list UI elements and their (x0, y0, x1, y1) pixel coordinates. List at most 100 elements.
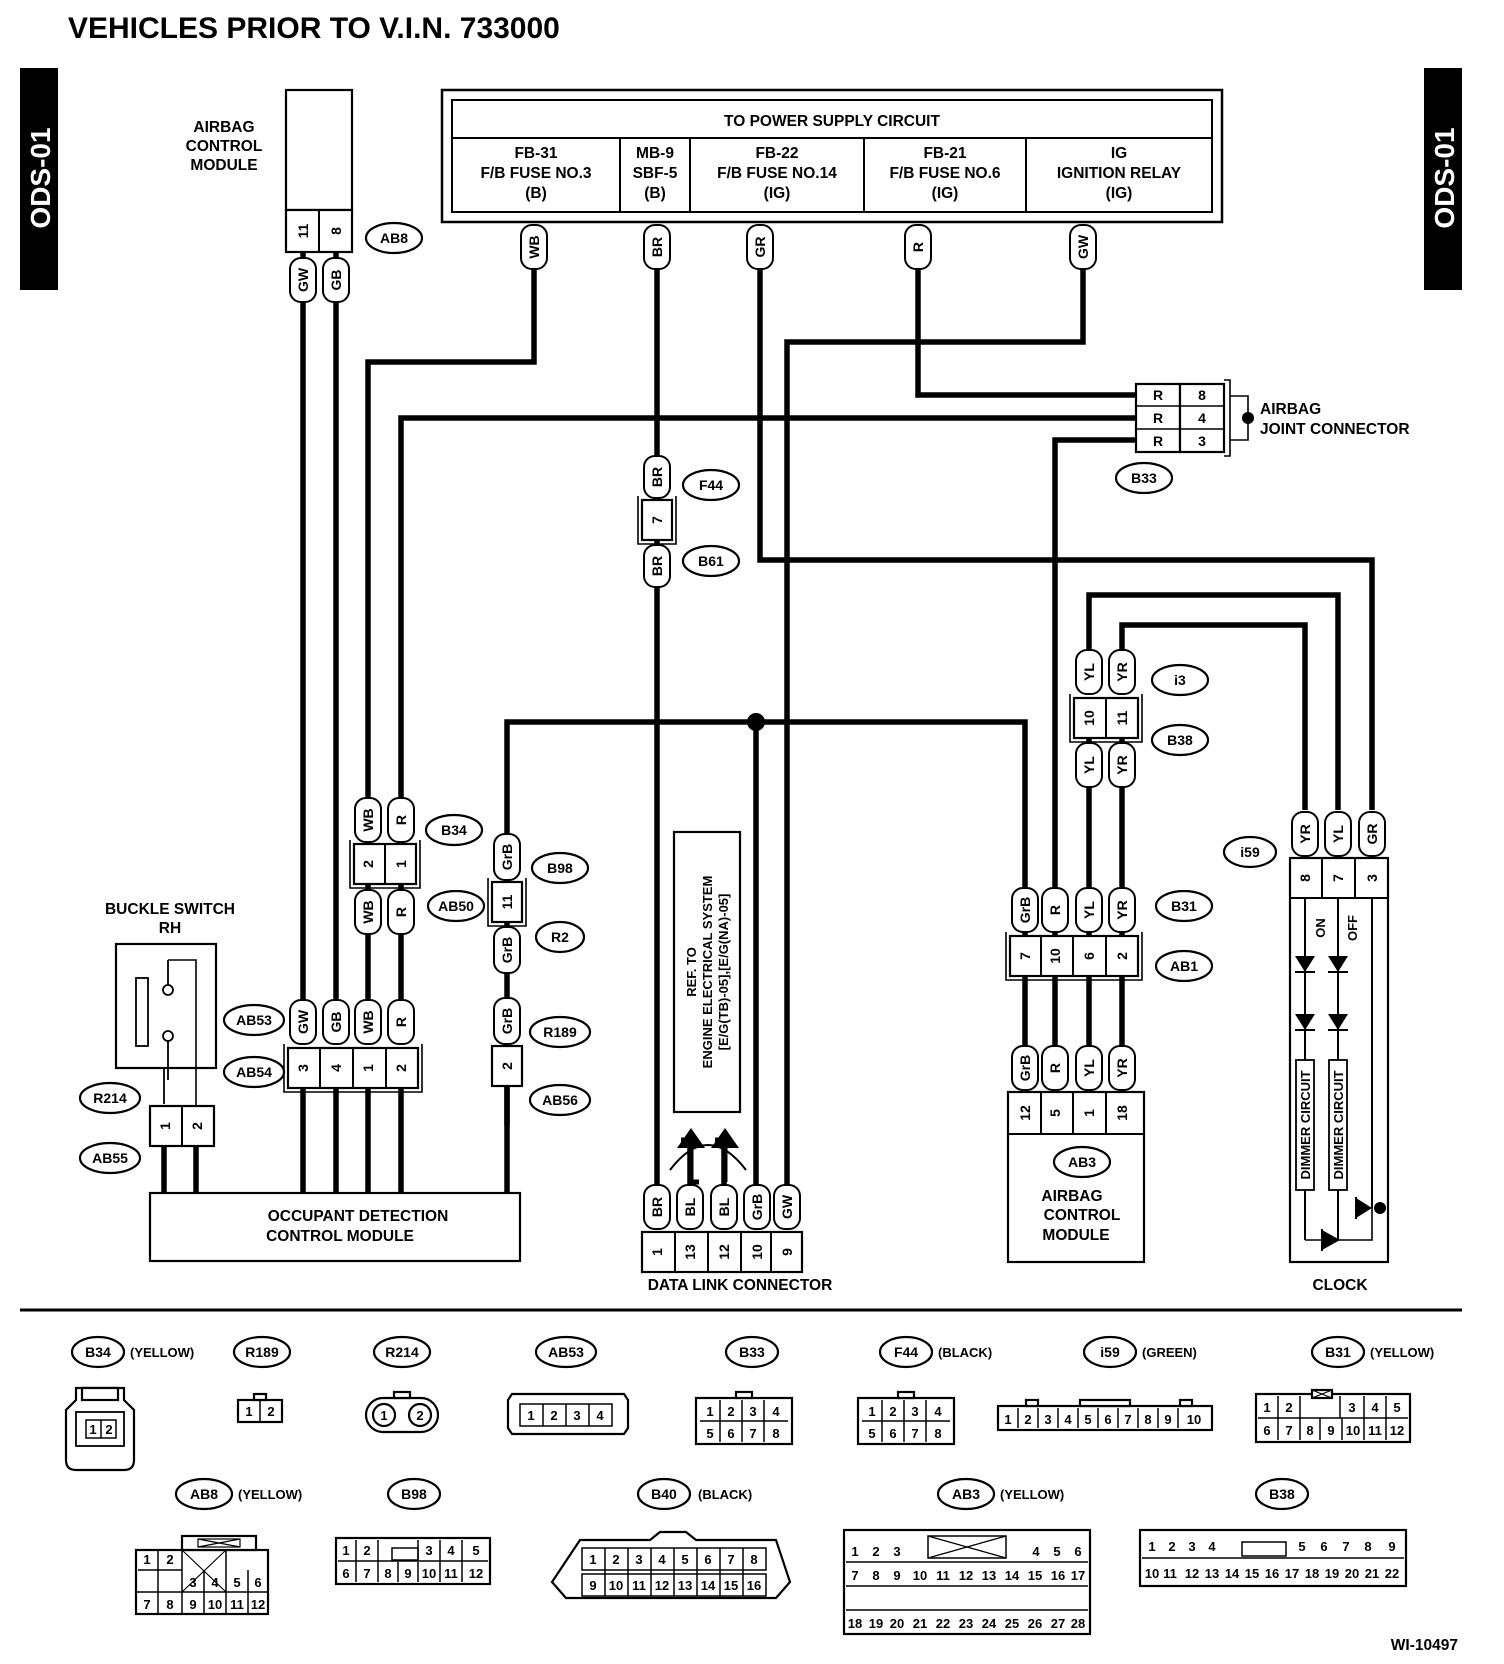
svg-text:AB3: AB3 (1068, 1154, 1096, 1170)
svg-text:4: 4 (658, 1552, 666, 1567)
svg-text:WB: WB (360, 808, 376, 831)
svg-text:AIRBAG: AIRBAG (193, 119, 254, 136)
svg-text:GB: GB (328, 1012, 344, 1033)
svg-text:1: 1 (1081, 1109, 1097, 1117)
svg-text:B34: B34 (85, 1344, 111, 1360)
svg-text:4: 4 (934, 1404, 942, 1419)
svg-text:2: 2 (166, 1552, 173, 1567)
svg-text:7: 7 (749, 1426, 756, 1441)
connector-b33: B33 (1131, 470, 1157, 486)
svg-text:18: 18 (1114, 1105, 1130, 1121)
svg-text:27: 27 (1051, 1616, 1065, 1631)
svg-text:12: 12 (716, 1244, 732, 1260)
svg-text:5: 5 (1298, 1539, 1305, 1554)
connector-b98-r2: GrB 11 GrB B98 R2 (487, 833, 590, 974)
svg-text:6: 6 (254, 1575, 261, 1590)
svg-text:5: 5 (868, 1426, 875, 1441)
svg-text:16: 16 (1265, 1566, 1279, 1581)
svg-text:15: 15 (1028, 1568, 1042, 1583)
svg-text:YR: YR (1114, 755, 1130, 774)
svg-text:14: 14 (1005, 1568, 1020, 1583)
connector-ab8: AB8 (380, 230, 408, 246)
svg-text:11: 11 (499, 894, 515, 909)
figure-id: WI-10497 (1391, 1637, 1458, 1654)
svg-text:YL: YL (1081, 1059, 1097, 1077)
svg-text:13: 13 (682, 1244, 698, 1260)
svg-text:10: 10 (208, 1597, 222, 1612)
svg-text:B31: B31 (1171, 898, 1197, 914)
svg-text:9: 9 (404, 1566, 411, 1581)
svg-text:12: 12 (959, 1568, 973, 1583)
svg-text:REF. TO: REF. TO (684, 947, 699, 997)
svg-text:3: 3 (1044, 1412, 1051, 1427)
legend-b40: B40 (BLACK) 1 2 3 4 5 6 7 8 9 10 11 12 1… (550, 1477, 792, 1600)
svg-text:YL: YL (1081, 663, 1097, 681)
svg-text:15: 15 (1245, 1566, 1259, 1581)
svg-text:10: 10 (1346, 1423, 1360, 1438)
svg-text:1: 1 (589, 1552, 596, 1567)
diode-icon (1321, 1197, 1386, 1251)
svg-text:R: R (1153, 387, 1163, 403)
svg-text:19: 19 (869, 1616, 883, 1631)
svg-text:B38: B38 (1269, 1486, 1295, 1502)
svg-text:GW: GW (295, 1009, 311, 1034)
svg-text:10: 10 (1145, 1566, 1159, 1581)
svg-text:2: 2 (105, 1422, 112, 1437)
svg-text:3: 3 (1364, 874, 1380, 882)
svg-text:16: 16 (747, 1578, 761, 1593)
legend-ab8: AB8 (YELLOW) 1 2 3 4 5 6 7 8 9 10 11 12 (134, 1477, 302, 1616)
svg-text:AB3: AB3 (952, 1486, 980, 1502)
svg-text:YL: YL (1330, 825, 1346, 843)
legend-f44: F44 (BLACK) 1 2 3 4 5 6 7 8 (856, 1335, 992, 1446)
svg-text:10: 10 (609, 1578, 623, 1593)
svg-text:4: 4 (596, 1408, 604, 1423)
svg-text:3: 3 (635, 1552, 642, 1567)
svg-text:5: 5 (1084, 1412, 1091, 1427)
diagram-title: VEHICLES PRIOR TO V.I.N. 733000 (68, 12, 560, 45)
svg-text:6: 6 (342, 1566, 349, 1581)
legend-r189: R189 1 2 (232, 1335, 292, 1424)
svg-text:4: 4 (1371, 1400, 1379, 1415)
svg-text:2: 2 (727, 1404, 734, 1419)
svg-text:6: 6 (1104, 1412, 1111, 1427)
svg-text:13: 13 (1205, 1566, 1219, 1581)
svg-text:9: 9 (589, 1578, 596, 1593)
svg-text:GrB: GrB (1017, 1055, 1033, 1081)
svg-text:R: R (910, 242, 926, 252)
svg-text:9: 9 (893, 1568, 900, 1583)
svg-text:1: 1 (342, 1543, 349, 1558)
svg-text:25: 25 (1005, 1616, 1019, 1631)
svg-text:1: 1 (360, 1064, 376, 1072)
svg-text:1: 1 (380, 1408, 387, 1423)
svg-text:GW: GW (295, 267, 311, 292)
svg-text:F/B FUSE NO.3: F/B FUSE NO.3 (480, 165, 591, 182)
svg-text:4: 4 (328, 1064, 344, 1072)
svg-text:ON: ON (1313, 918, 1328, 938)
splice-dot (747, 713, 765, 731)
data-link-connector: BR BL BL GrB GW 1 13 12 10 9 DATA LINK C… (640, 1184, 832, 1294)
svg-text:YR: YR (1297, 824, 1313, 843)
svg-text:(GREEN): (GREEN) (1142, 1345, 1197, 1360)
svg-text:11: 11 (444, 1566, 458, 1581)
svg-text:R: R (1047, 1063, 1063, 1073)
svg-text:ENGINE ELECTRICAL SYSTEM: ENGINE ELECTRICAL SYSTEM (700, 876, 715, 1069)
svg-text:22: 22 (1385, 1566, 1399, 1581)
occupant-detection-control-module: OCCUPANT DETECTION CONTROL MODULE (148, 1191, 522, 1263)
svg-text:B61: B61 (698, 553, 724, 569)
svg-text:26: 26 (1028, 1616, 1042, 1631)
connector-i59: i59 (1240, 844, 1260, 860)
svg-text:7: 7 (851, 1568, 858, 1583)
svg-text:17: 17 (1071, 1568, 1085, 1583)
svg-text:23: 23 (959, 1616, 973, 1631)
svg-text:6: 6 (1081, 952, 1097, 960)
svg-text:12: 12 (1390, 1423, 1404, 1438)
led-icon (1295, 956, 1348, 1031)
svg-text:20: 20 (890, 1616, 904, 1631)
svg-text:12: 12 (251, 1597, 265, 1612)
svg-text:8: 8 (1144, 1412, 1151, 1427)
svg-text:8: 8 (872, 1568, 879, 1583)
svg-text:1: 1 (89, 1422, 96, 1437)
ref-arrows (669, 1128, 747, 1185)
clock-label: CLOCK (1312, 1277, 1368, 1294)
svg-text:8: 8 (772, 1426, 779, 1441)
